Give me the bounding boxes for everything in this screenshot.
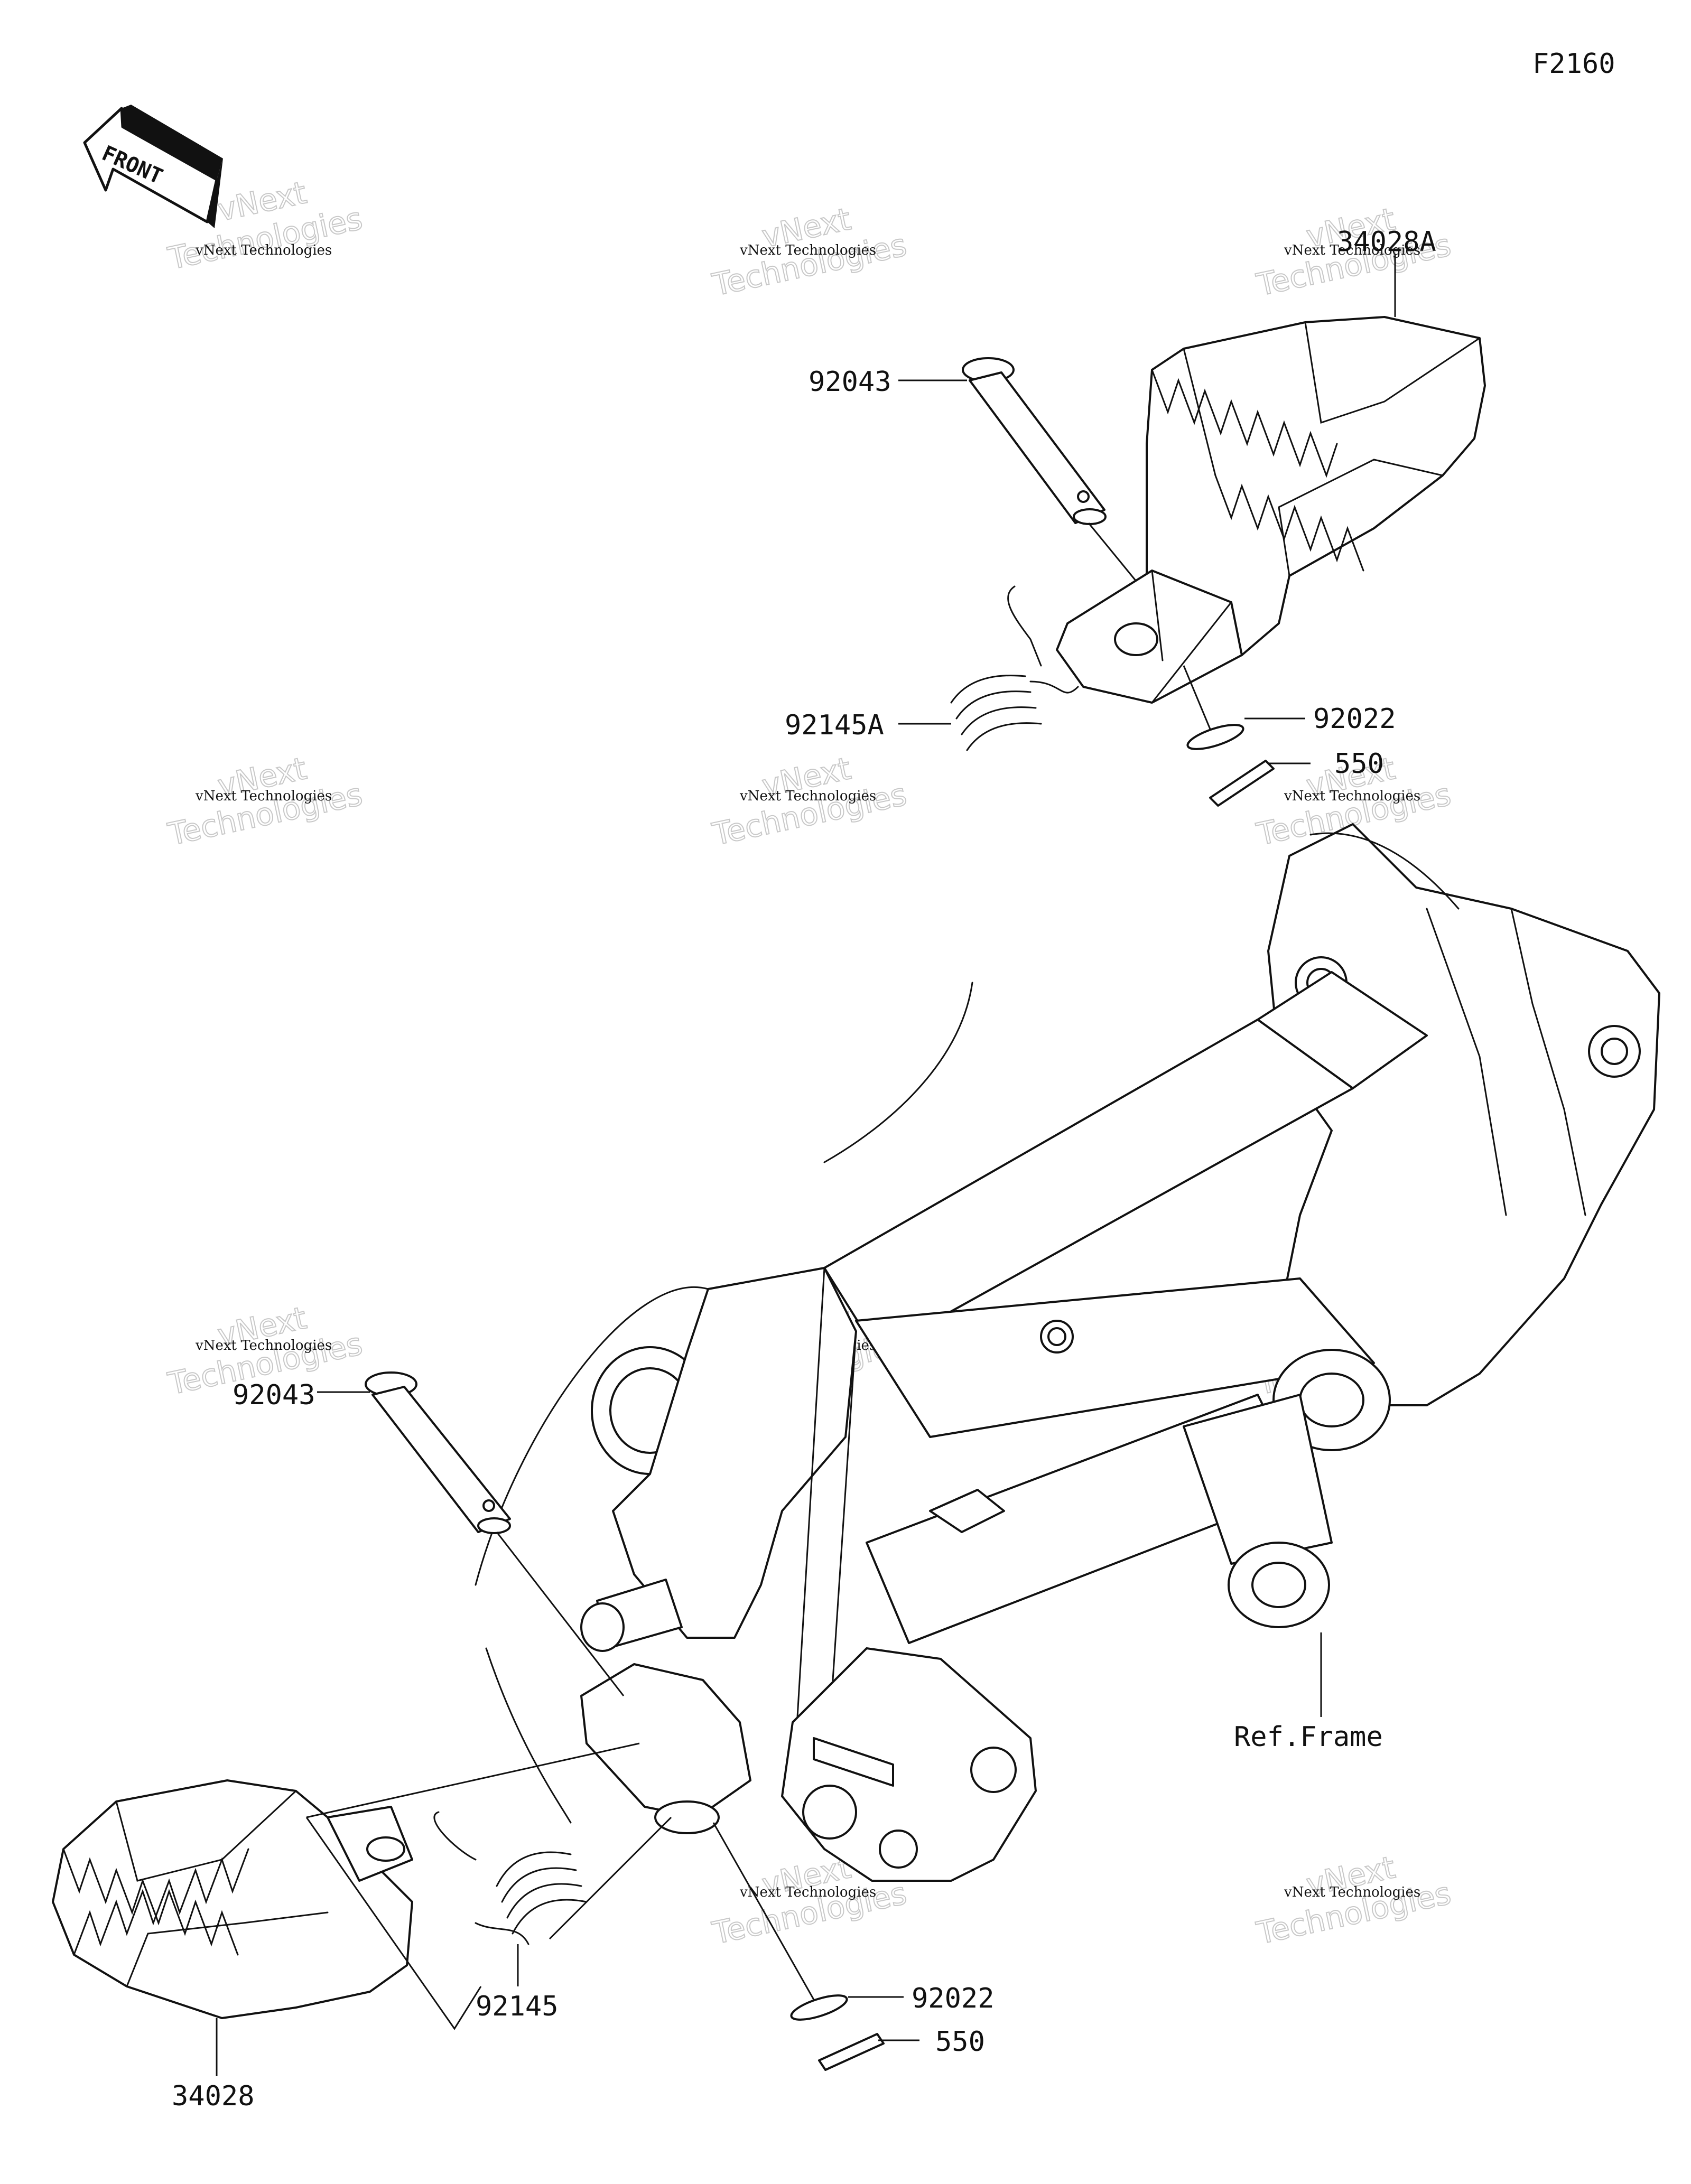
callout-550-lower: 550 xyxy=(935,2026,985,2058)
footpeg-right xyxy=(52,1742,640,2030)
spring-lower xyxy=(433,1811,672,1986)
watermark-text: vNext Technologies xyxy=(195,1338,332,1354)
watermark-text: vNext Technologies xyxy=(739,1884,876,1900)
watermark-text: vNext Technologies xyxy=(739,242,876,258)
callout-34028: 34028 xyxy=(172,2080,255,2112)
watermark-text: vNext Technologies xyxy=(195,242,332,258)
callout-92145: 92145 xyxy=(476,1991,559,2022)
figure-id: F2160 xyxy=(1532,48,1615,80)
washer-upper xyxy=(1183,665,1305,750)
washer-lower xyxy=(712,1822,904,2021)
cotter-pin-lower xyxy=(818,2033,919,2071)
callout-92022-upper: 92022 xyxy=(1313,703,1396,735)
watermark-text: vNext Technologies xyxy=(1284,788,1420,804)
cotter-pin-upper xyxy=(1209,760,1311,807)
frame-assembly xyxy=(475,823,1660,1882)
watermark-text: vNext Technologies xyxy=(1284,242,1420,258)
callout-92043-upper: 92043 xyxy=(809,366,891,398)
spring-upper xyxy=(898,585,1079,751)
callout-92022-lower: 92022 xyxy=(912,1983,995,2014)
footpeg-left-assembly xyxy=(898,316,1486,807)
callout-92043-lower: 92043 xyxy=(233,1379,315,1411)
watermark-text: vNext Technologies xyxy=(739,788,876,804)
pin-lower xyxy=(365,1371,625,1696)
callout-34028A: 34028A xyxy=(1337,226,1436,258)
callout-550-upper: 550 xyxy=(1334,748,1384,780)
callouts: 34028A 92043 92145A 92022 550 92043 3402… xyxy=(172,226,1436,2112)
front-arrow-icon: FRONT xyxy=(83,105,223,228)
callout-ref-frame: Ref.Frame xyxy=(1234,1721,1383,1753)
pin-upper xyxy=(962,357,1137,582)
watermark-text: vNext Technologies xyxy=(1284,1884,1420,1900)
watermark-text: vNext Technologies xyxy=(195,788,332,804)
callout-92145A: 92145A xyxy=(785,710,884,741)
footpeg-left xyxy=(1056,316,1486,704)
footpeg-right-assembly xyxy=(52,1371,919,2076)
